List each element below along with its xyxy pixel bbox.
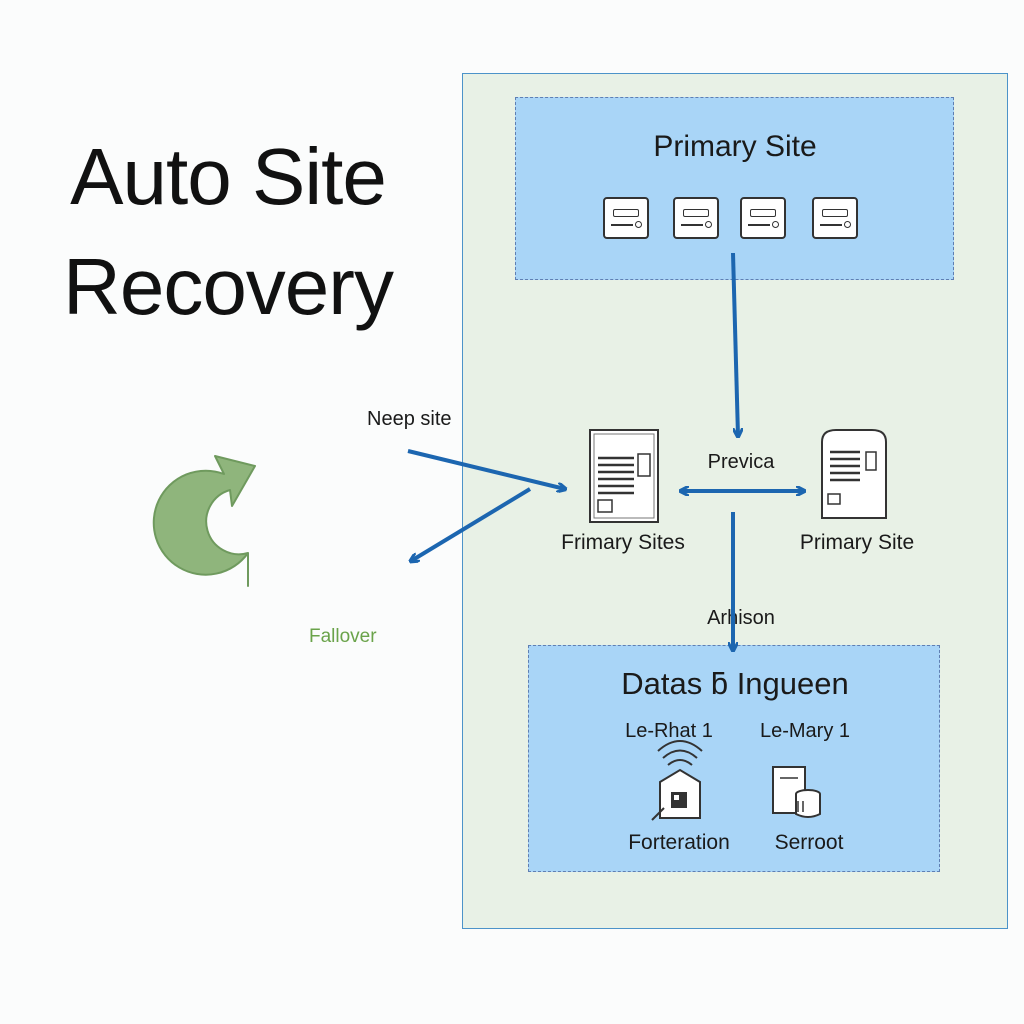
previca-label: Previca <box>707 451 775 473</box>
le-mary-label: Le-Mary 1 <box>759 720 851 742</box>
diagram-title: Auto Site Recovery <box>28 122 428 342</box>
primary-sites-left-label: Frimary Sites <box>561 531 685 554</box>
primary-site-top-label: Primary Site <box>653 130 817 163</box>
server-rack-icon <box>589 429 659 523</box>
forteration-label: Forteration <box>628 831 730 854</box>
arhison-label: Arhison <box>707 607 775 629</box>
arrow-top-to-previca <box>731 252 738 436</box>
server-tower-icon <box>821 429 887 519</box>
le-rhat-label: Le-Rhat 1 <box>625 720 713 742</box>
arrow-neep-to-servers <box>407 449 565 489</box>
neep-site-label: Neep site <box>367 408 452 430</box>
title-line-1: Auto Site <box>70 132 387 221</box>
drive-icon <box>812 197 858 239</box>
document-database-icon <box>772 766 821 818</box>
datas-ingueen-label: Datas ƃ Ingueen <box>621 666 849 701</box>
drive-icon <box>603 197 649 239</box>
arrow-to-fallover <box>411 487 532 561</box>
serroot-label: Serroot <box>774 831 844 854</box>
fallover-label: Fallover <box>309 626 377 647</box>
drive-icon <box>673 197 719 239</box>
failover-curved-arrow-icon <box>152 455 256 587</box>
wireless-building-icon <box>651 740 703 821</box>
primary-site-zone <box>515 97 954 280</box>
title-line-2: Recovery <box>63 242 394 331</box>
primary-site-right-label: Primary Site <box>799 531 915 554</box>
drive-icon <box>740 197 786 239</box>
datas-zone <box>528 645 940 872</box>
